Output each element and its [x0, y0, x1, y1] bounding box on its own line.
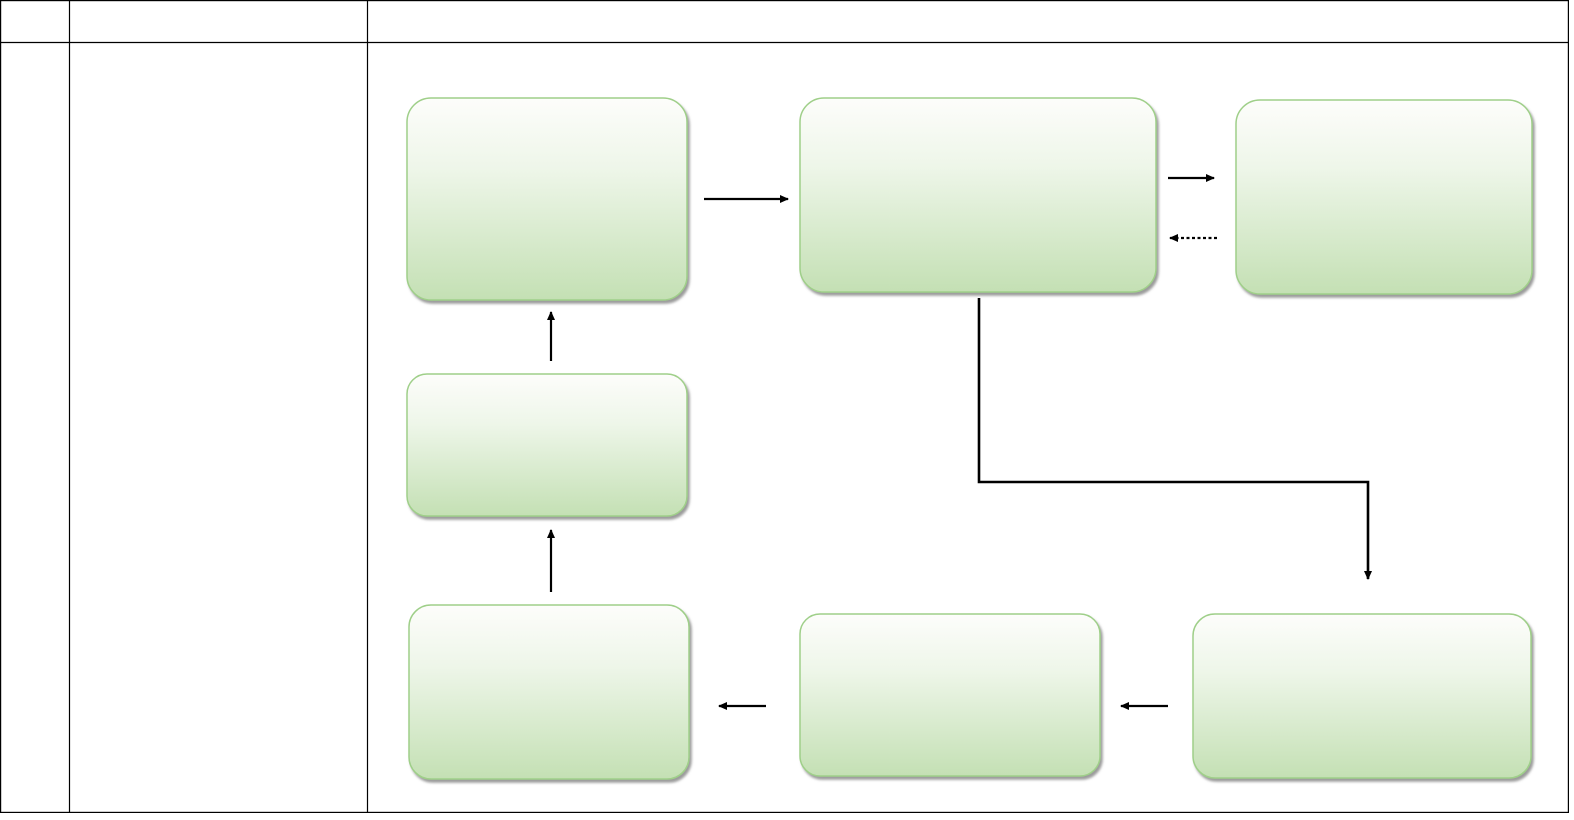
box-middle-left — [406, 373, 688, 517]
box-bottom-right — [1192, 613, 1532, 779]
box-bottom-center — [799, 613, 1101, 777]
flow-diagram — [406, 97, 1533, 780]
box-top-right — [1235, 99, 1533, 295]
box-top-left — [406, 97, 688, 301]
box-top-center — [799, 97, 1157, 293]
flow-connectors — [547, 174, 1372, 710]
box-bottom-left — [408, 604, 690, 780]
elbow-arrow-top-center-to-bottom-right — [977, 298, 1372, 580]
